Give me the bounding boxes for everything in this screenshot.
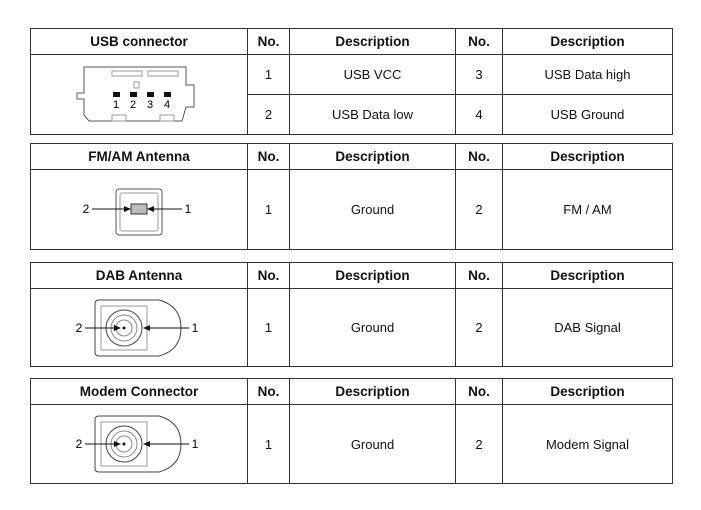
callout-label: 2	[76, 437, 83, 451]
description-header: Description	[502, 28, 673, 55]
connector-header: Modem Connector	[30, 378, 248, 405]
connector-header: FM/AM Antenna	[30, 143, 248, 170]
description-header: Description	[502, 143, 673, 170]
connector-header: USB connector	[30, 28, 248, 55]
pin-number: 2	[455, 169, 503, 250]
no-header: No.	[455, 28, 503, 55]
no-header: No.	[455, 143, 503, 170]
pin-label: 3	[147, 99, 153, 111]
fm-am-connector-diagram: 2 1	[30, 169, 248, 250]
pin-label: 4	[164, 99, 170, 111]
pin-number: 4	[455, 94, 503, 135]
pin-description: Ground	[289, 169, 456, 250]
description-header: Description	[289, 378, 456, 405]
callout-label: 1	[192, 321, 199, 335]
no-header: No.	[247, 28, 290, 55]
pin-description: USB Ground	[502, 94, 673, 135]
description-header: Description	[289, 262, 456, 289]
pin-label: 2	[130, 99, 136, 111]
no-header: No.	[247, 378, 290, 405]
pin-number: 2	[455, 288, 503, 367]
pin-number: 1	[247, 404, 290, 484]
callout-label: 2	[83, 202, 90, 216]
connector-header: DAB Antenna	[30, 262, 248, 289]
no-header: No.	[455, 262, 503, 289]
pin-description: Ground	[289, 288, 456, 367]
pin-number: 1	[247, 54, 290, 95]
pin-number: 3	[455, 54, 503, 95]
callout-label: 1	[192, 437, 199, 451]
description-header: Description	[502, 262, 673, 289]
modem-connector-diagram: 2 1	[30, 404, 248, 484]
callout-label: 1	[185, 202, 192, 216]
pin-description: USB Data low	[289, 94, 456, 135]
pin-number: 1	[247, 288, 290, 367]
pin-number: 1	[247, 169, 290, 250]
pin-number: 2	[247, 94, 290, 135]
no-header: No.	[455, 378, 503, 405]
no-header: No.	[247, 262, 290, 289]
description-header: Description	[289, 143, 456, 170]
pin-description: FM / AM	[502, 169, 673, 250]
pin-description: Ground	[289, 404, 456, 484]
callout-label: 2	[76, 321, 83, 335]
pin-label: 1	[113, 99, 119, 111]
pin-description: Modem Signal	[502, 404, 673, 484]
description-header: Description	[502, 378, 673, 405]
pin-description: USB Data high	[502, 54, 673, 95]
usb-connector-diagram: 1 2 3 4	[30, 54, 248, 135]
no-header: No.	[247, 143, 290, 170]
description-header: Description	[289, 28, 456, 55]
dab-connector-diagram: 2 1	[30, 288, 248, 367]
pin-number: 2	[455, 404, 503, 484]
pin-description: DAB Signal	[502, 288, 673, 367]
pin-description: USB VCC	[289, 54, 456, 95]
